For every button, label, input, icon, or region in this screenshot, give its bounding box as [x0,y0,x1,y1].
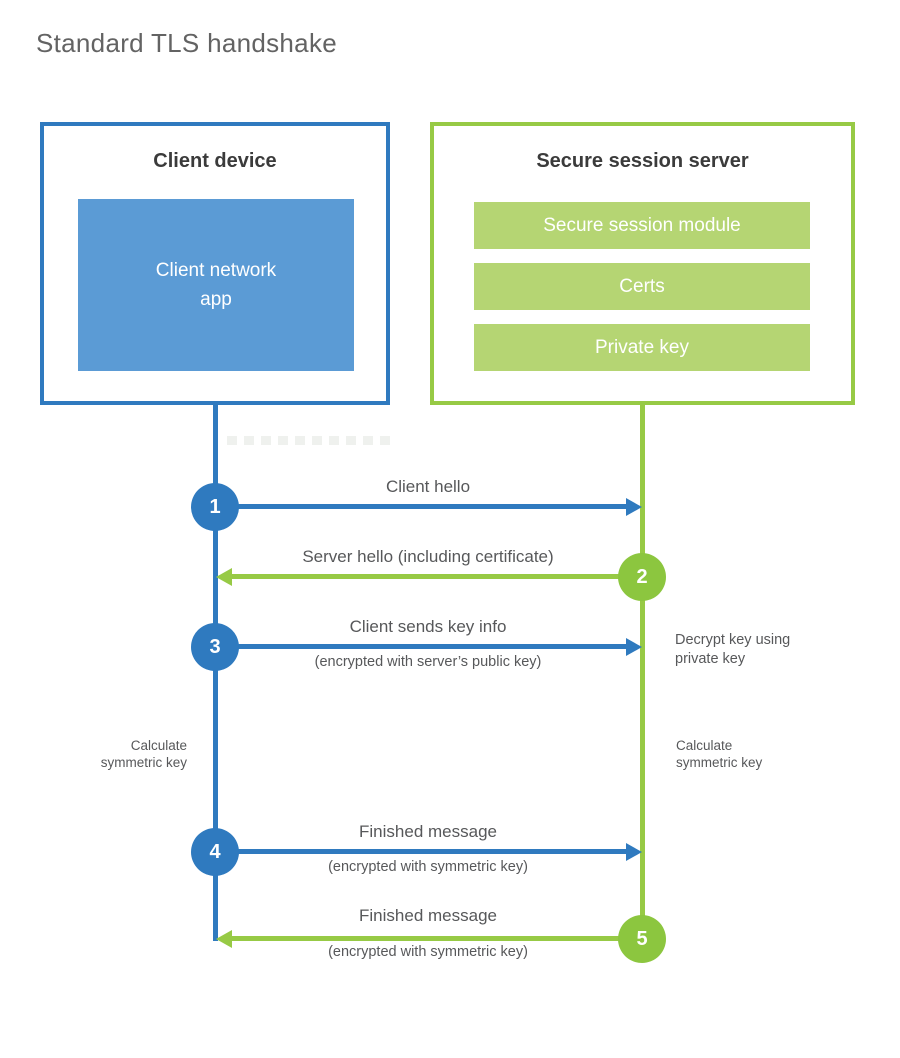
server-lifeline [640,404,645,939]
arrow-right-icon [626,638,642,656]
client-device-title: Client device [153,150,277,172]
server-calculate-key-note: Calculate symmetric key [676,738,763,771]
message-4-sublabel: (encrypted with symmetric key) [328,859,528,875]
step-2-badge: 2 [618,553,666,601]
step-1-badge: 1 [191,483,239,531]
secure-session-server-title: Secure session server [536,150,749,172]
arrow-right-icon [626,843,642,861]
arrow-left-icon [216,930,232,948]
message-5-label: Finished message [359,906,497,925]
secure-session-module-bar: Secure session module [474,202,810,249]
message-4-label: Finished message [359,822,497,841]
arrow-right-icon [626,498,642,516]
step-3-number: 3 [209,635,221,658]
message-5-sublabel: (encrypted with symmetric key) [328,944,528,960]
step-5-number: 5 [636,927,648,950]
step-4-badge: 4 [191,828,239,876]
message-3-label: Client sends key info [349,617,507,636]
message-2-arrow [232,574,642,579]
message-5-arrow [232,936,642,941]
message-2-label: Server hello (including certificate) [302,547,554,566]
message-1-label: Client hello [385,477,471,496]
faint-dashes-artifact [227,436,394,445]
client-lifeline [213,404,218,941]
step-1-number: 1 [209,495,221,518]
message-3-arrow [215,644,627,649]
page-title: Standard TLS handshake [36,28,338,58]
decrypt-key-note: Decrypt key using private key [675,632,791,667]
step-5-badge: 5 [618,915,666,963]
step-2-number: 2 [636,565,648,588]
message-4-arrow [215,849,627,854]
client-calculate-key-note: Calculate symmetric key [100,738,187,771]
arrow-left-icon [216,568,232,586]
message-3-sublabel: (encrypted with server’s public key) [314,654,542,670]
step-4-number: 4 [209,840,221,863]
message-1-arrow [215,504,627,509]
client-network-app-box: Client network app [78,199,354,371]
certs-bar: Certs [474,263,810,310]
private-key-bar: Private key [474,324,810,371]
step-3-badge: 3 [191,623,239,671]
